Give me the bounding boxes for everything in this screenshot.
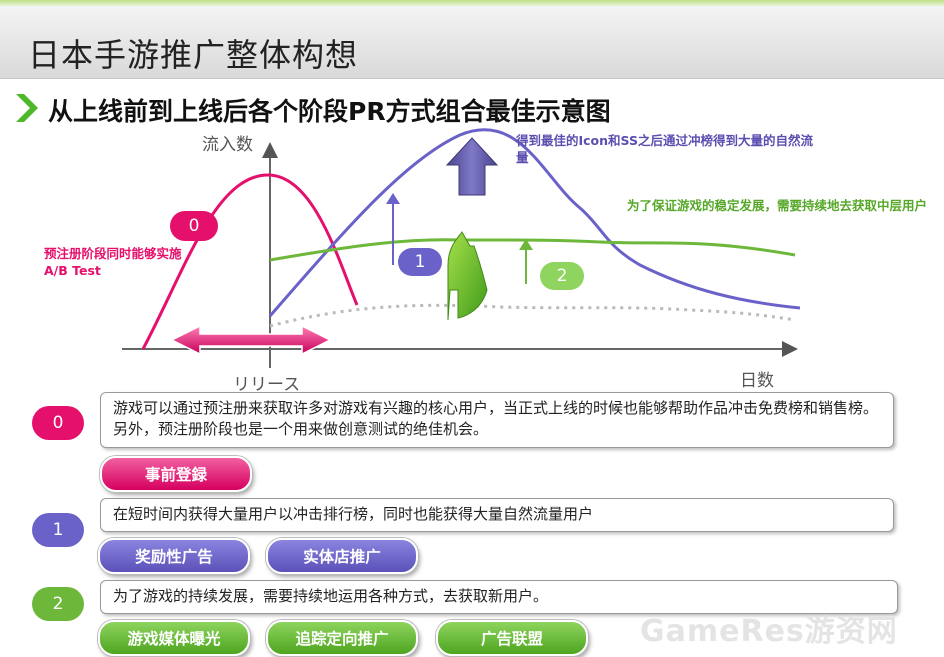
big-up-arrow (445, 137, 499, 196)
diagram-marker-1: 1 (398, 248, 442, 276)
stage-desc-1: 在短时间内获得大量用户以冲击排行榜，同时也能获得大量自然流量用户 (100, 498, 894, 532)
pink-double-arrow (170, 324, 332, 356)
annotation-ab-test-line1: 预注册阶段同时能够实施 (44, 246, 182, 261)
pr-phase-diagram (122, 128, 801, 368)
diagram-marker-0: 0 (170, 211, 218, 241)
annotation-ab-test: 预注册阶段同时能够实施 A/B Test (44, 245, 214, 279)
pre-registration-button[interactable]: 事前登録 (100, 456, 252, 492)
purple-curve (268, 128, 801, 317)
title-bar: 日本手游推广整体构想 (0, 6, 944, 79)
stage-desc-2: 为了游戏的持续发展，需要持续地运用各种方式，去获取新用户。 (100, 580, 898, 614)
green-curl-arrow (447, 231, 488, 321)
x-axis-label: 日数 (740, 371, 774, 391)
watermark: GameRes游资网 (640, 614, 898, 649)
section-subtitle: 从上线前到上线后各个阶段PR方式组合最佳示意图 (48, 97, 611, 126)
reward-ads-button[interactable]: 奖励性广告 (98, 538, 250, 574)
annotation-ab-test-line2: A/B Test (44, 263, 101, 278)
chevron-right-icon (16, 94, 38, 122)
retail-promotion-button[interactable]: 实体店推广 (266, 538, 418, 574)
stage-badge-1: 1 (32, 513, 84, 547)
baseline-curve (269, 303, 796, 328)
stage-badge-2: 2 (32, 587, 84, 621)
game-media-exposure-button[interactable]: 游戏媒体曝光 (98, 620, 250, 656)
ad-network-button[interactable]: 广告联盟 (436, 620, 588, 656)
y-axis-label: 流入数 (202, 135, 253, 155)
diagram-marker-2: 2 (540, 262, 584, 290)
annotation-natural-traffic: 得到最佳的Icon和SS之后通过冲榜得到大量的自然流量 (516, 133, 813, 165)
pink-curve (141, 173, 359, 350)
page-title: 日本手游推广整体构想 (28, 36, 359, 74)
targeted-tracking-button[interactable]: 追踪定向推广 (266, 620, 418, 656)
stage-desc-0: 游戏可以通过预注册来获取许多对游戏有兴趣的核心用户，当正式上线的时候也能够帮助作… (100, 392, 894, 448)
release-label: リリース (233, 375, 301, 395)
green-curve (269, 238, 796, 262)
annotation-mid-tier-users: 为了保证游戏的稳定发展，需要持续地去获取中层用户 (627, 198, 928, 213)
stage-badge-0: 0 (32, 406, 84, 440)
top-accent-bar (0, 0, 944, 6)
